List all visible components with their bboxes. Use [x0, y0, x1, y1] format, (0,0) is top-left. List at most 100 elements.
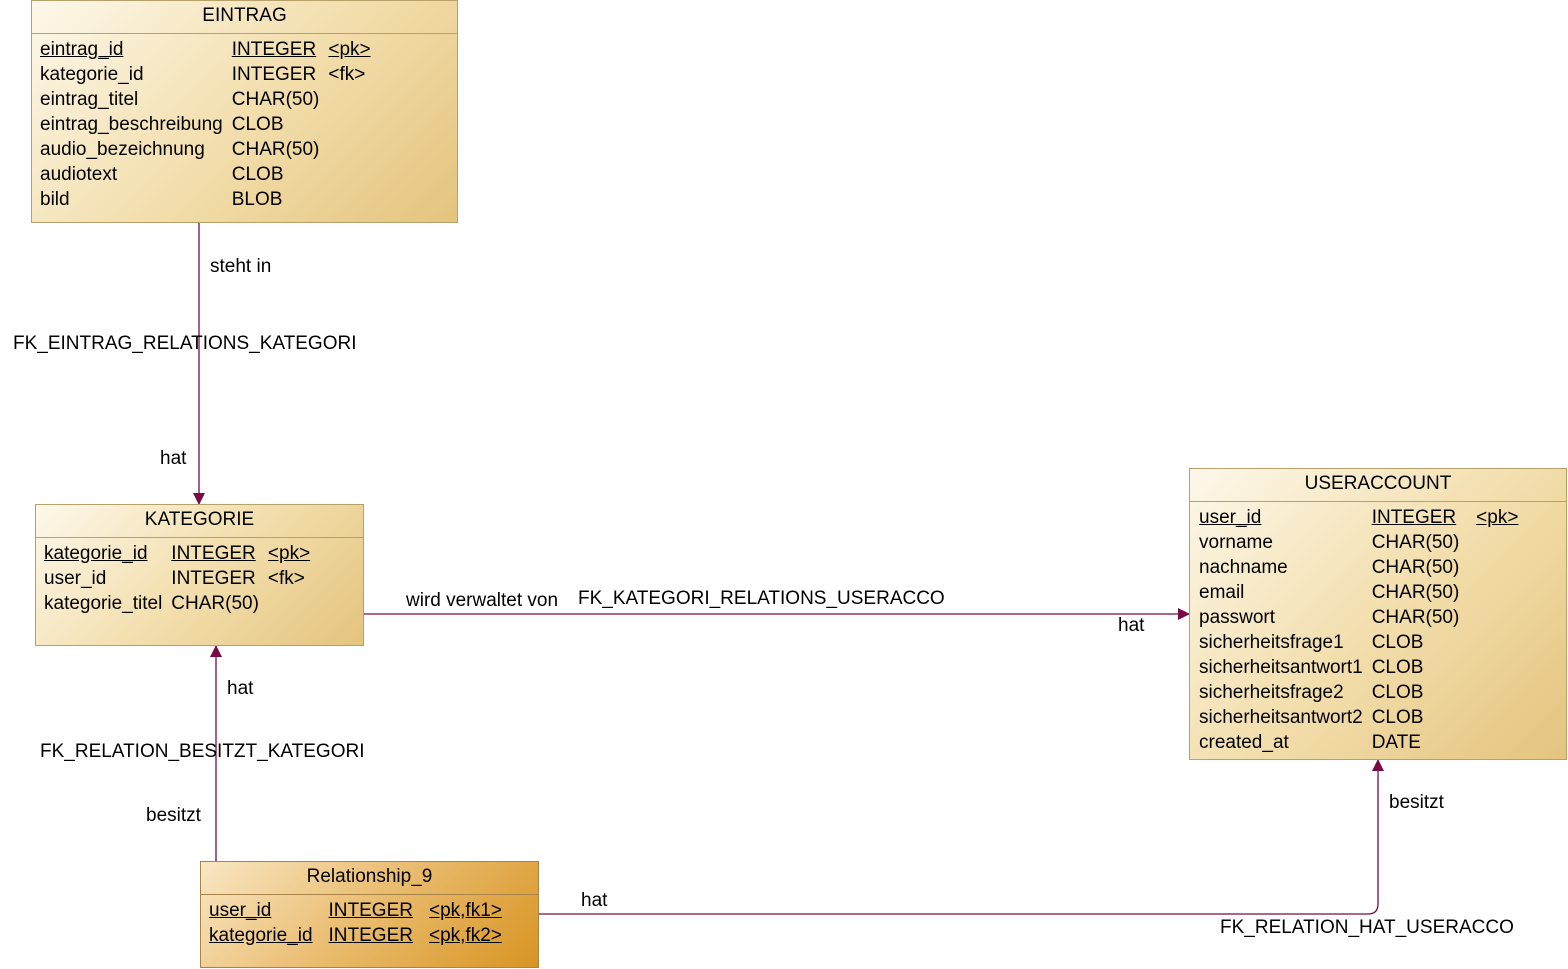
attribute-row: audio_bezeichnung CHAR(50): [40, 137, 380, 162]
attribute-row: created_at DATE: [1199, 730, 1527, 755]
attribute-key: <pk,fk1>: [428, 900, 502, 921]
attribute-name: eintrag_titel: [40, 89, 139, 110]
relation-name-eintrag-kategorie: FK_EINTRAG_RELATIONS_KATEGORI: [13, 333, 357, 354]
attribute-name: sicherheitsantwort2: [1199, 707, 1363, 728]
attribute-name: user_id: [1199, 507, 1262, 528]
attribute-key: <fk>: [328, 64, 366, 85]
role-label-hat: hat: [227, 678, 254, 699]
attribute-type: CLOB: [231, 114, 284, 135]
attribute-name: user_id: [44, 568, 107, 589]
attribute-type: CHAR(50): [231, 89, 320, 110]
attribute-row: nachname CHAR(50): [1199, 555, 1527, 580]
attribute-name: kategorie_id: [44, 543, 148, 564]
attribute-type: CHAR(50): [231, 139, 320, 160]
attribute-key: <pk>: [267, 543, 311, 564]
attribute-key: [328, 112, 379, 137]
attribute-type: INTEGER: [231, 64, 317, 85]
attribute-row: eintrag_beschreibung CLOB: [40, 112, 380, 137]
attribute-key: [1476, 730, 1527, 755]
attribute-key: [1476, 580, 1527, 605]
attribute-key: <fk>: [267, 568, 305, 589]
attribute-key: [1476, 630, 1527, 655]
role-label-hat: hat: [581, 890, 608, 911]
attribute-row: eintrag_titel CHAR(50): [40, 87, 380, 112]
attribute-key: [328, 162, 379, 187]
role-label-steht-in: steht in: [210, 256, 272, 277]
attribute-type: CHAR(50): [1371, 532, 1460, 553]
attribute-row: user_id INTEGER <fk>: [44, 566, 319, 591]
attribute-key: [268, 591, 319, 616]
attribute-type: CHAR(50): [1371, 557, 1460, 578]
attribute-key: [328, 137, 379, 162]
attribute-type: INTEGER: [328, 925, 413, 946]
role-label-besitzt: besitzt: [1389, 792, 1444, 813]
attribute-type: DATE: [1371, 732, 1421, 753]
attribute-name: email: [1199, 582, 1245, 603]
attribute-key: <pk,fk2>: [428, 925, 502, 946]
relation-name-relation-useraccount: FK_RELATION_HAT_USERACCO: [1220, 917, 1514, 938]
relation-name-relation-kategorie: FK_RELATION_BESITZT_KATEGORI: [40, 741, 365, 762]
attribute-type: INTEGER: [1371, 507, 1457, 528]
attribute-row: email CHAR(50): [1199, 580, 1527, 605]
attribute-row: audiotext CLOB: [40, 162, 380, 187]
role-label-hat: hat: [1118, 615, 1145, 636]
attribute-key: <pk>: [328, 39, 371, 60]
attribute-row: sicherheitsantwort2 CLOB: [1199, 705, 1527, 730]
attribute-key: [1476, 680, 1527, 705]
link-relation-useraccount[interactable]: [539, 759, 1384, 915]
attribute-type: BLOB: [231, 189, 283, 210]
attribute-name: kategorie_titel: [44, 593, 163, 614]
attribute-name: bild: [40, 189, 70, 210]
attribute-name: created_at: [1199, 732, 1289, 753]
attribute-key: [328, 87, 379, 112]
role-label-hat: hat: [160, 448, 187, 469]
attribute-type: INTEGER: [231, 39, 317, 60]
attribute-name: audio_bezeichnung: [40, 139, 205, 160]
entity-title: EINTRAG: [32, 1, 457, 34]
attribute-key: <pk>: [1476, 507, 1519, 528]
entity-title: Relationship_9: [201, 862, 538, 895]
attribute-name: kategorie_id: [40, 64, 144, 85]
attribute-row: user_id INTEGER <pk>: [1199, 505, 1527, 530]
attribute-name: passwort: [1199, 607, 1276, 628]
attribute-row: eintrag_id INTEGER <pk>: [40, 37, 380, 62]
attribute-key: [1476, 655, 1527, 680]
attribute-name: sicherheitsfrage2: [1199, 682, 1344, 703]
attribute-name: sicherheitsfrage1: [1199, 632, 1344, 653]
role-label-besitzt: besitzt: [146, 805, 201, 826]
attribute-type: CLOB: [231, 164, 284, 185]
attribute-name: vorname: [1199, 532, 1273, 553]
attribute-type: CHAR(50): [1371, 607, 1460, 628]
attribute-name: sicherheitsantwort1: [1199, 657, 1363, 678]
attribute-row: vorname CHAR(50): [1199, 530, 1527, 555]
attribute-type: CHAR(50): [171, 593, 259, 614]
attribute-name: eintrag_id: [40, 39, 124, 60]
attribute-row: bild BLOB: [40, 187, 380, 212]
attribute-name: nachname: [1199, 557, 1288, 578]
attribute-name: audiotext: [40, 164, 118, 185]
attribute-row: kategorie_titel CHAR(50): [44, 591, 319, 616]
attribute-row: kategorie_id INTEGER <pk>: [44, 541, 319, 566]
attribute-name: eintrag_beschreibung: [40, 114, 223, 135]
attribute-type: CHAR(50): [1371, 582, 1460, 603]
attribute-key: [1476, 555, 1527, 580]
attribute-key: [1476, 530, 1527, 555]
attribute-type: CLOB: [1371, 707, 1424, 728]
relation-name-kategorie-useraccount: FK_KATEGORI_RELATIONS_USERACCO: [578, 588, 945, 609]
attribute-type: INTEGER: [328, 900, 413, 921]
attribute-type: INTEGER: [171, 543, 256, 564]
attribute-type: INTEGER: [171, 568, 256, 589]
